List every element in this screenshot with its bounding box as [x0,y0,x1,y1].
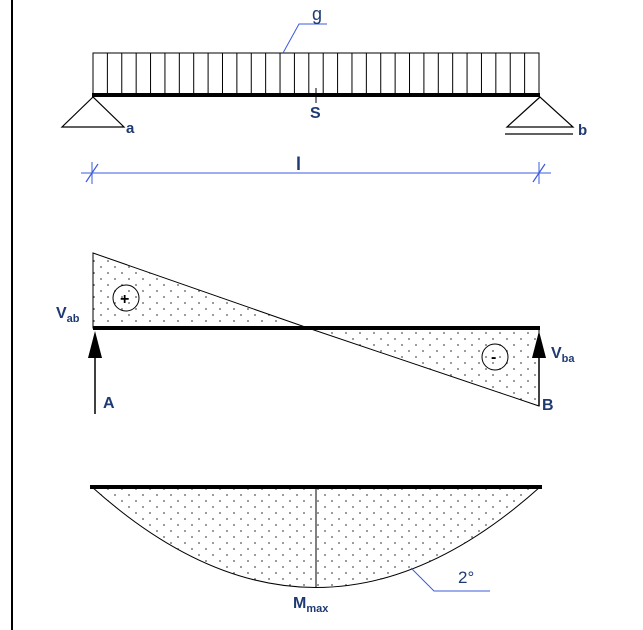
support-left-label: a [126,120,135,137]
roller-support-right [505,96,575,128]
load-diagram: g S a b l [60,4,587,184]
reaction-right-arrowhead [532,331,546,358]
moment-max-label: Mmax [293,595,329,615]
shear-force-diagram: + - A B Vab Vba [56,252,575,414]
curve-order-label: 2° [458,568,474,587]
shear-right-value-main: V [551,345,562,362]
center-label: S [310,105,321,122]
load-leader-line [282,23,327,54]
reaction-left-arrowhead [88,331,102,358]
bending-moment-diagram: 2° Mmax [90,485,542,615]
negative-sign: - [491,349,496,366]
negative-sign-circle [481,343,509,371]
shear-left-value-main: V [56,305,67,322]
pinned-support-left [60,96,126,128]
shear-left-value-label: Vab [56,305,80,325]
shear-right-value-sub: ba [562,353,576,365]
support-right-label: b [578,122,587,139]
reaction-right-label: B [542,397,554,414]
positive-sign: + [120,291,129,308]
shear-right-value-label: Vba [551,345,575,365]
positive-sign-circle [112,284,140,312]
shear-left-value-sub: ab [67,313,80,325]
curve-order-leader [410,567,490,592]
moment-max-sub: max [306,603,329,615]
shear-negative-area [307,327,540,407]
load-hatch-lines [106,53,526,95]
span-label: l [296,154,301,174]
moment-max-main: M [293,595,306,612]
load-label: g [312,4,322,24]
reaction-left-label: A [103,395,115,412]
